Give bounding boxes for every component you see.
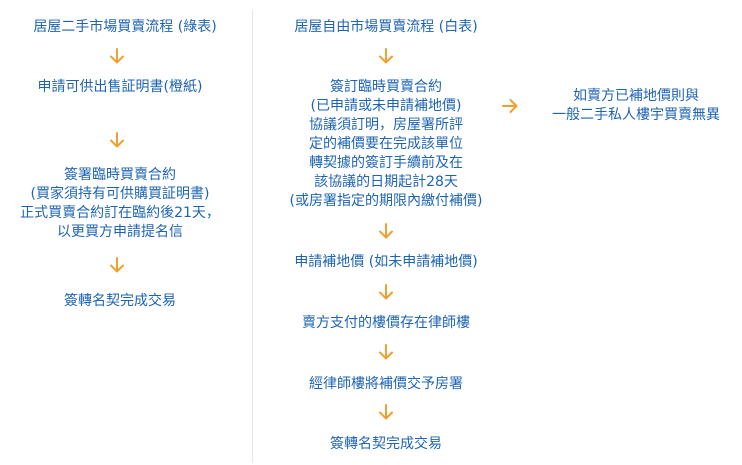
right-step1-line: 協議須訂明，房屋署所評 [309, 117, 463, 133]
side-note-line: 一般二手私人樓宇買賣無異 [552, 107, 720, 123]
right-step-deposit-with-solicitor: 賣方支付的樓價存在律師樓 [276, 314, 496, 333]
side-note-line: 如賣方已補地價則與 [573, 88, 699, 104]
right-step-complete-transaction: 簽轉名契完成交易 [276, 435, 496, 454]
down-arrow-icon [377, 283, 395, 301]
down-arrow-icon [108, 47, 126, 65]
left-step-complete-transaction: 簽轉名契完成交易 [20, 292, 220, 311]
right-step-deposit-text: 賣方支付的樓價存在律師樓 [302, 315, 470, 331]
right-step-pay-premium-text: 經律師樓將補價交予房署 [309, 376, 463, 392]
right-step-pay-premium: 經律師樓將補價交予房署 [276, 375, 496, 394]
left-step-complete-transaction-text: 簽轉名契完成交易 [64, 293, 176, 309]
left-flow-title: 居屋二手市場買賣流程 (綠表) [20, 18, 230, 37]
column-divider [252, 10, 253, 463]
right-flow-title-text: 居屋自由市場買賣流程 (白表) [294, 19, 478, 35]
left-step2-line: 簽署臨時買賣合約 [64, 167, 176, 183]
left-step-provisional-agreement: 簽署臨時買賣合約 (買家須持有可供購買証明書) 正式買賣合約訂在臨約後21天， … [10, 166, 230, 242]
right-step-apply-premium: 申請補地價 (如未申請補地價) [276, 253, 496, 272]
down-arrow-icon [377, 343, 395, 361]
right-step1-line: (或房署指定的期限內繳付補價) [289, 193, 483, 209]
left-flow-title-text: 居屋二手市場買賣流程 (綠表) [33, 19, 217, 35]
right-step-complete-transaction-text: 簽轉名契完成交易 [330, 436, 442, 452]
right-step-apply-premium-text: 申請補地價 (如未申請補地價) [294, 254, 478, 270]
right-arrow-icon [501, 97, 519, 115]
down-arrow-icon [377, 403, 395, 421]
right-step1-line: 轉契據的簽訂手續前及在 [309, 155, 463, 171]
left-step2-line: 正式買賣合約訂在臨約後21天， [20, 205, 220, 221]
right-step-provisional-agreement: 簽訂臨時買賣合約 (已申請或未申請補地價) 協議須訂明，房屋署所評 定的補價要在… [271, 78, 501, 211]
left-step-apply-certificate-text: 申請可供出售証明書(橙紙) [37, 79, 203, 95]
right-step1-line: 該協議的日期起計28天 [314, 174, 458, 190]
down-arrow-icon [377, 222, 395, 240]
right-step1-line: 定的補價要在完成該單位 [309, 136, 463, 152]
right-step1-line: 簽訂臨時買賣合約 [330, 79, 442, 95]
down-arrow-icon [108, 131, 126, 149]
down-arrow-icon [377, 47, 395, 65]
right-flow-title: 居屋自由市場買賣流程 (白表) [276, 18, 496, 37]
left-step2-line: 以更買方申請提名信 [57, 224, 183, 240]
left-step2-line: (買家須持有可供購買証明書) [30, 186, 210, 202]
right-side-note: 如賣方已補地價則與 一般二手私人樓宇買賣無異 [536, 87, 736, 125]
down-arrow-icon [108, 256, 126, 274]
left-step-apply-certificate: 申請可供出售証明書(橙紙) [20, 78, 220, 97]
right-step1-line: (已申請或未申請補地價) [310, 98, 462, 114]
